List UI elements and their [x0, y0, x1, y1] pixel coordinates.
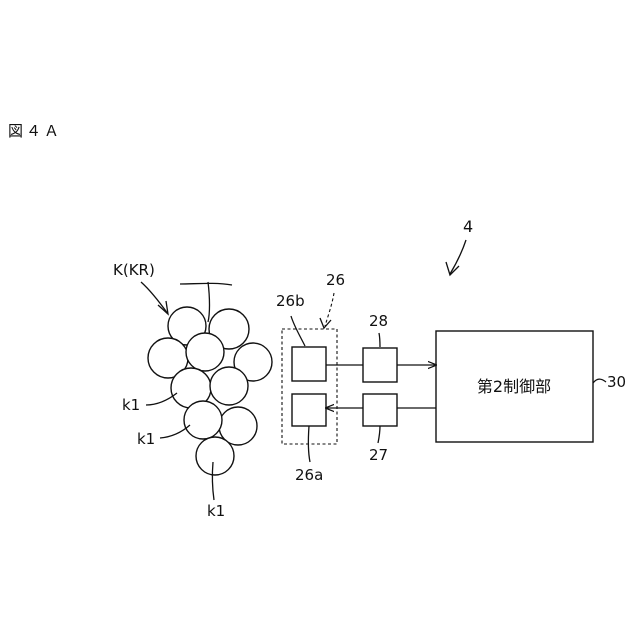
grape-berry — [210, 367, 248, 405]
block-26a — [292, 394, 326, 426]
controller-ref-leader — [593, 379, 606, 383]
unit-a-ref-label: 26a — [295, 466, 323, 484]
block-27-ref-label: 27 — [369, 446, 388, 464]
grape-berry — [196, 437, 234, 475]
block-28-ref-label: 28 — [369, 312, 388, 330]
grape-cluster — [148, 307, 272, 475]
unit-b-ref-label: 26b — [276, 292, 305, 310]
grape-berry — [186, 333, 224, 371]
block-28 — [363, 348, 397, 382]
figure-title: 図４Ａ — [8, 122, 62, 140]
block-27-ref-leader — [378, 426, 380, 443]
system-ref-label: 4 — [463, 217, 473, 236]
controller-text: 第2制御部 — [477, 377, 551, 396]
block-26b — [292, 347, 326, 381]
unit-ref-arrowhead — [320, 318, 331, 328]
grape-berry — [184, 401, 222, 439]
unit-a-ref-leader — [308, 426, 310, 462]
unit-ref-label: 26 — [326, 271, 345, 289]
grape-ref-leader — [141, 282, 168, 314]
berry-ref-label-1: k1 — [122, 396, 140, 414]
block-28-ref-leader — [379, 333, 380, 347]
controller-ref-label: 30 — [607, 373, 626, 391]
berry-ref-label-3: k1 — [207, 502, 225, 520]
grape-ref-label: K(KR) — [113, 261, 155, 279]
system-ref-arrow-line — [450, 240, 466, 274]
unit-b-ref-leader — [291, 316, 305, 346]
block-27 — [363, 394, 397, 426]
berry-ref-label-2: k1 — [137, 430, 155, 448]
